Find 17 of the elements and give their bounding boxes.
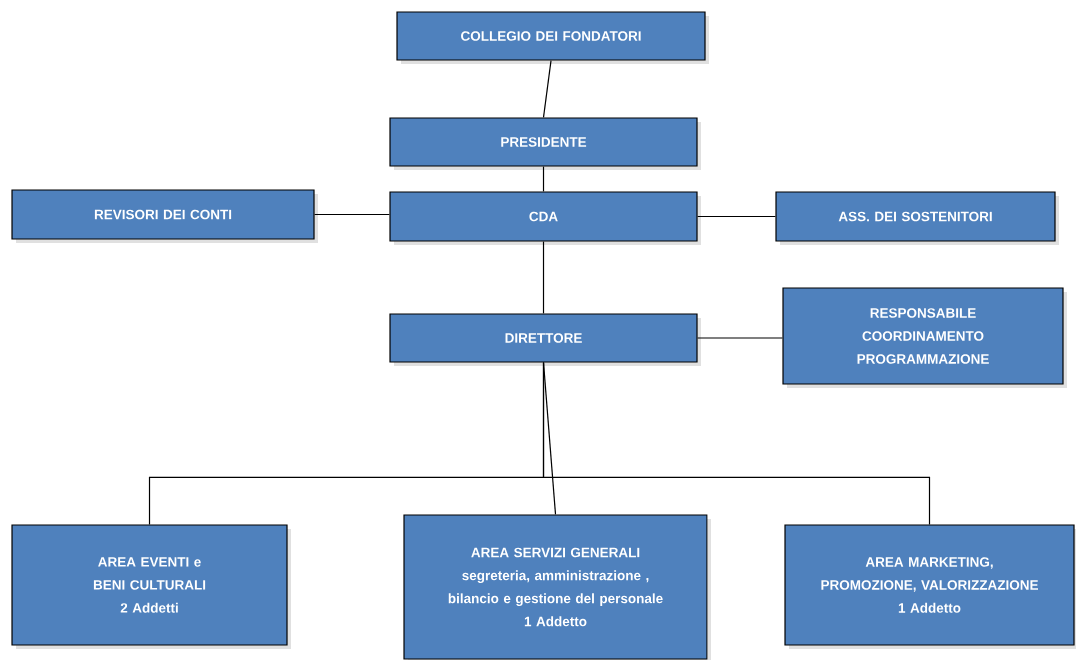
org-box: DIRETTORE <box>389 313 698 363</box>
org-box: PRESIDENTE <box>389 117 698 167</box>
org-box: AREA SERVIZI GENERALI segreteria, amministrazione , bilancio e gestione del personale 1 Addetto <box>403 514 708 660</box>
connector-line <box>314 213 390 216</box>
org-box: REVISORI DEI CONTI <box>11 189 315 240</box>
org-box: RESPONSABILE COORDINAMENTO PROGRAMMAZIONE <box>782 287 1064 385</box>
org-box: COLLEGIO DEI FONDATORI <box>396 11 706 61</box>
org-box: AREA EVENTI e BENI CULTURALI 2 Addetti <box>11 524 288 646</box>
connector-line <box>697 337 783 339</box>
connector-line <box>697 215 776 218</box>
org-box: AREA MARKETING, PROMOZIONE, VALORIZZAZIONE 1 Addetto <box>784 524 1075 646</box>
org-box: CDA <box>389 191 698 242</box>
connector-line <box>542 60 552 118</box>
connector-line <box>542 362 931 525</box>
connector-line <box>542 241 545 314</box>
org-box: ASS. DEI SOSTENITORI <box>775 191 1056 242</box>
connector-line <box>542 166 545 192</box>
